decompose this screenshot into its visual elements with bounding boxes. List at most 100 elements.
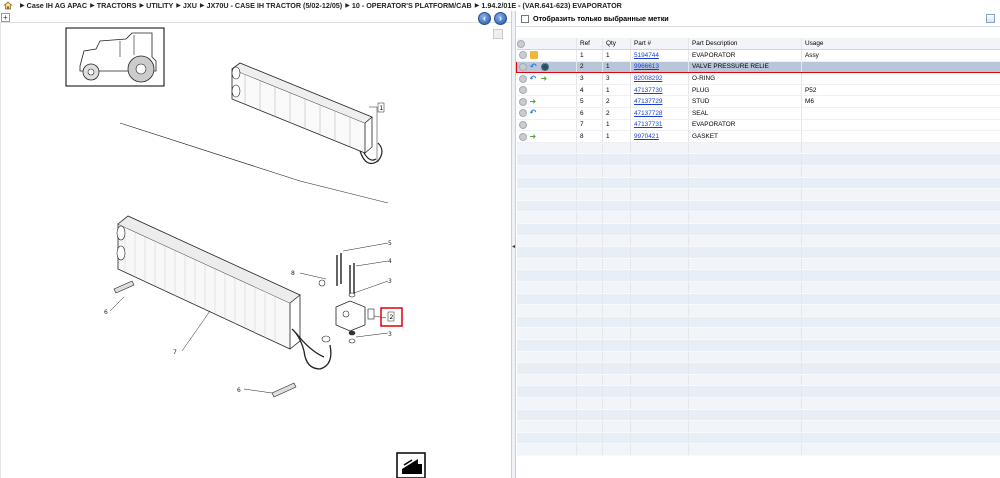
previous-page-button[interactable]: ‹ xyxy=(478,12,491,25)
empty-cell xyxy=(576,316,603,329)
part-number-cell[interactable]: 82008292 xyxy=(630,72,689,85)
empty-cell xyxy=(688,351,802,364)
chevron-right-icon: ▶ xyxy=(345,3,350,9)
part-number-link[interactable]: 9966613 xyxy=(634,63,659,71)
callout-1: 1 xyxy=(380,105,384,112)
book-icon[interactable] xyxy=(529,51,538,60)
row-icons[interactable]: ↶ xyxy=(516,107,577,120)
ref-cell: 4 xyxy=(576,84,603,97)
replaced-by-icon[interactable]: ↶ xyxy=(529,108,537,118)
circle-icon[interactable] xyxy=(518,86,527,95)
empty-cell xyxy=(630,235,689,248)
home-icon[interactable] xyxy=(3,1,13,10)
replaced-by-icon[interactable]: ↶ xyxy=(530,61,537,71)
empty-cell xyxy=(576,200,603,213)
part-number-link[interactable]: 47137728 xyxy=(634,109,663,117)
qty-cell: 1 xyxy=(602,130,631,143)
select-all-icon[interactable] xyxy=(516,39,525,48)
replaces-icon[interactable]: ➜ xyxy=(529,131,537,141)
empty-cell xyxy=(516,327,577,340)
breadcrumb-item[interactable]: 10 - OPERATOR'S PLATFORM/CAB xyxy=(351,1,472,10)
exploded-diagram[interactable]: 1 xyxy=(0,11,511,478)
header-ref[interactable]: Ref xyxy=(576,38,603,51)
empty-cell xyxy=(630,281,689,294)
circle-icon[interactable] xyxy=(518,132,527,141)
row-icons[interactable]: ↶ xyxy=(516,60,577,74)
circle-icon[interactable] xyxy=(518,74,527,83)
row-icons[interactable] xyxy=(516,49,577,62)
scroll-handle[interactable] xyxy=(493,29,503,39)
breadcrumb-item[interactable]: Case IH AG APAC xyxy=(26,1,88,10)
header-part-number[interactable]: Part # xyxy=(630,38,689,51)
part-number-cell[interactable]: 47137728 xyxy=(630,107,689,120)
empty-row xyxy=(516,235,1000,248)
row-icons[interactable]: ➜ xyxy=(516,95,577,109)
empty-cell xyxy=(801,304,1000,317)
replaced-by-icon[interactable]: ↶ xyxy=(529,73,537,83)
part-number-cell[interactable]: 47137729 xyxy=(630,95,689,109)
row-icons[interactable] xyxy=(516,119,577,132)
row-icons[interactable] xyxy=(516,84,577,97)
empty-cell xyxy=(602,339,631,352)
empty-row xyxy=(516,385,1000,398)
part-number-cell[interactable]: 47137731 xyxy=(630,119,689,132)
row-icons[interactable]: ➜ xyxy=(516,130,577,143)
breadcrumb-item[interactable]: UTILITY xyxy=(146,1,174,10)
empty-cell xyxy=(688,443,802,456)
header-select[interactable] xyxy=(516,38,577,51)
breadcrumb-item[interactable]: JX70U - CASE IH TRACTOR (5/02-12/05) xyxy=(206,1,343,10)
header-part-description[interactable]: Part Description xyxy=(688,38,802,51)
pane-splitter[interactable]: ◂ xyxy=(511,11,516,478)
empty-cell xyxy=(801,432,1000,445)
circle-icon[interactable] xyxy=(518,120,527,129)
gear-icon[interactable] xyxy=(541,62,549,71)
circle-icon[interactable] xyxy=(519,62,527,71)
part-number-cell[interactable]: 9970421 xyxy=(630,130,689,143)
breadcrumb-item[interactable]: TRACTORS xyxy=(96,1,137,10)
next-page-button[interactable]: › xyxy=(494,12,507,25)
breadcrumb-item[interactable]: JXU xyxy=(182,1,197,10)
empty-row xyxy=(516,409,1000,422)
part-number-cell[interactable]: 5194744 xyxy=(630,49,689,62)
empty-cell xyxy=(602,200,631,213)
header-usage[interactable]: Usage xyxy=(801,38,1000,51)
empty-cell xyxy=(516,165,577,178)
circle-icon[interactable] xyxy=(518,51,527,60)
circle-icon[interactable] xyxy=(518,109,527,118)
part-number-link[interactable]: 47137731 xyxy=(634,121,663,129)
part-number-link[interactable]: 82008292 xyxy=(634,75,663,83)
empty-cell xyxy=(516,316,577,329)
empty-cell xyxy=(602,397,631,410)
empty-cell xyxy=(576,258,603,271)
replaces-icon[interactable]: ➜ xyxy=(529,96,537,106)
column-menu-icon[interactable] xyxy=(986,14,995,23)
header-qty[interactable]: Qty xyxy=(602,38,631,51)
part-number-link[interactable]: 47137730 xyxy=(634,86,663,94)
part-description-cell: STUD xyxy=(692,98,710,106)
circle-icon[interactable] xyxy=(518,97,527,106)
collapse-arrow-icon[interactable]: ◂ xyxy=(512,244,516,250)
return-icon[interactable] xyxy=(396,452,426,478)
callout-3b: 3 xyxy=(388,331,392,338)
part-number-cell[interactable]: 47137730 xyxy=(630,84,689,97)
callout-2-highlight[interactable]: 2 xyxy=(380,307,403,327)
empty-cell xyxy=(516,443,577,456)
part-number-link[interactable]: 5194744 xyxy=(634,51,659,59)
empty-cell xyxy=(576,223,603,236)
show-selected-checkbox[interactable] xyxy=(521,14,529,23)
part-number-link[interactable]: 47137729 xyxy=(634,98,663,106)
part-number-link[interactable]: 9970421 xyxy=(634,133,659,141)
replaces-icon[interactable]: ➜ xyxy=(540,73,548,83)
part-number-cell[interactable]: 9966613 xyxy=(630,60,689,74)
zoom-in-button[interactable]: + xyxy=(1,13,10,22)
evaporator-assembly: 1 xyxy=(231,62,385,164)
row-icons[interactable]: ↶➜ xyxy=(516,72,577,85)
